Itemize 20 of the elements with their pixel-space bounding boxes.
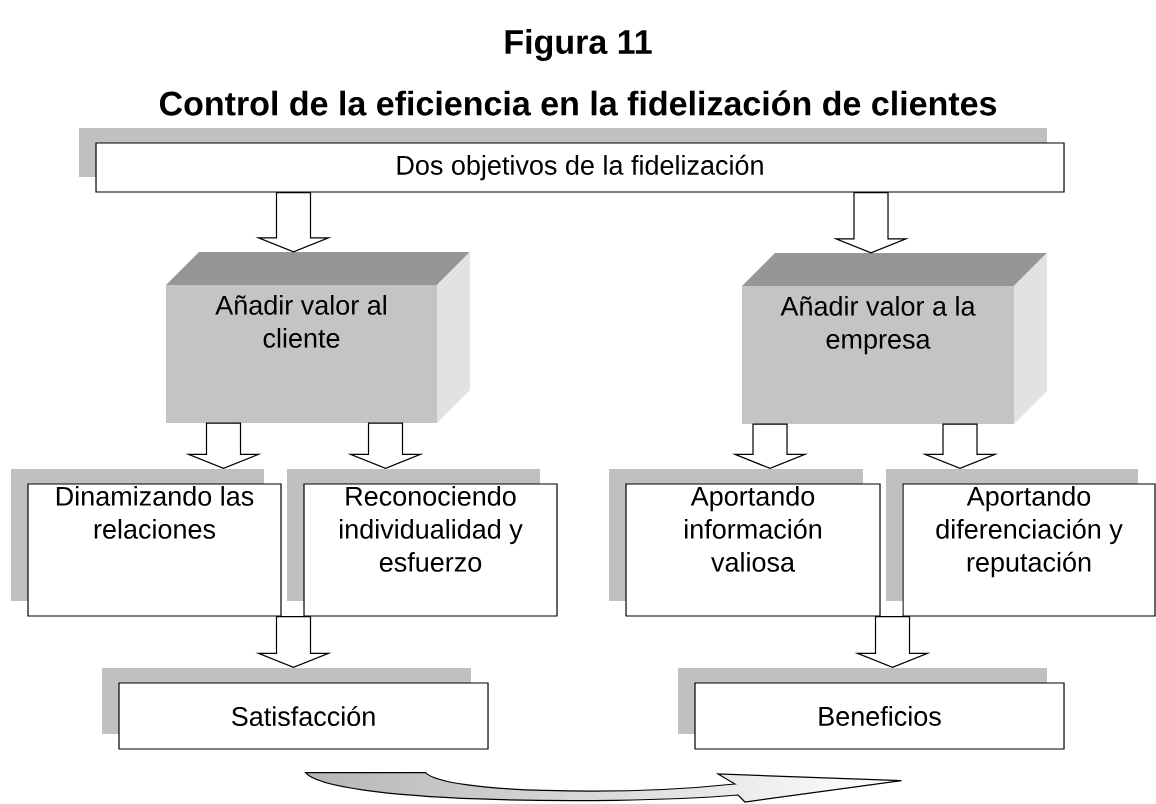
- process-box: Satisfacción: [102, 668, 489, 750]
- process-box: Dinamizando las relaciones: [11, 469, 282, 617]
- curved-arrow: [304, 772, 903, 803]
- block-arrow: [832, 192, 910, 254]
- process-box: Beneficios: [678, 668, 1065, 750]
- figure-label: Figura 11: [505, 29, 652, 61]
- cube-box: Añadir valor al cliente: [166, 252, 470, 423]
- process-box: Dos objetivos de la fidelización: [79, 128, 1065, 193]
- process-box: Aportando diferenciación y reputación: [886, 469, 1156, 617]
- block-arrow: [854, 616, 931, 669]
- process-box: Reconociendo individualidad y esfuerzo: [287, 469, 558, 617]
- block-arrow: [255, 616, 332, 669]
- cube-box: Añadir valor a la empresa: [742, 253, 1047, 424]
- process-box: Aportando información valiosa: [609, 469, 881, 617]
- block-arrow: [347, 422, 424, 470]
- block-arrow: [185, 422, 262, 470]
- block-arrow: [731, 423, 809, 470]
- block-arrow: [255, 192, 332, 253]
- block-arrow: [921, 423, 999, 470]
- figure-title: Control de la eficiencia en la fidelización de clientes: [159, 90, 997, 116]
